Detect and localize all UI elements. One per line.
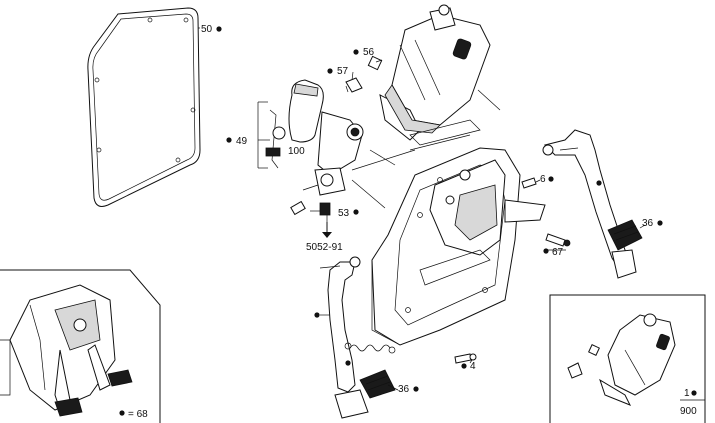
clutch-pedal-part: [319, 256, 369, 419]
bullet-icon: [353, 209, 359, 215]
pedal-pad-part-36-bottom: [359, 369, 396, 399]
elbow-fitting-part-57: [345, 77, 363, 93]
return-spring-part: [344, 342, 396, 354]
callout-5052-91: 5052-91: [306, 242, 343, 253]
brake-pedal-part: [542, 129, 637, 279]
callout-spring: [345, 360, 351, 366]
callout-5052-91-text: 5052-91: [306, 242, 343, 253]
bullet-icon: [216, 26, 222, 32]
callout-56-text: 56: [363, 47, 375, 58]
gasket-part-50: [87, 7, 201, 207]
callout-100-text: 100: [288, 146, 305, 157]
bolt-part-4: [454, 353, 477, 364]
bolt-part-6: [521, 177, 537, 189]
bolt-part-67: [545, 233, 571, 247]
callout-57-text: 57: [337, 66, 349, 77]
callout-50: 50: [201, 24, 222, 35]
callout-brake-pedal: [596, 180, 602, 186]
callout-49: 49: [226, 136, 248, 147]
inset-box-part-68: [0, 269, 161, 423]
callout-6: 6: [540, 174, 554, 185]
bullet-icon: [226, 137, 232, 143]
callout-36-right-text: 36: [642, 218, 654, 229]
callout-67-text: 67: [552, 247, 564, 258]
bullet-icon: [691, 390, 697, 396]
callout-clutch-pedal: [314, 312, 320, 318]
reservoir-assembly: [265, 79, 364, 216]
callout-100: 100: [288, 146, 305, 157]
callout-4: 4: [461, 361, 476, 372]
callout-36-bottom-text: 36: [398, 384, 410, 395]
callout-67: 67: [543, 247, 564, 258]
callout-68: = 68: [119, 409, 148, 420]
clutch-master-cylinder-top: [379, 4, 501, 151]
callout-50-text: 50: [201, 24, 213, 35]
callout-4-text: 4: [470, 361, 476, 372]
callout-900-text: 900: [680, 406, 697, 417]
bullet-icon: [314, 312, 320, 318]
bullet-icon: [461, 363, 467, 369]
callout-53-text: 53: [338, 208, 350, 219]
inset-box-part-1-900: [549, 294, 706, 423]
callout-1-900: 1 900: [680, 388, 697, 417]
bullet-icon: [657, 220, 663, 226]
bullet-icon: [596, 180, 602, 186]
callout-49-text: 49: [236, 136, 248, 147]
fitting-part-56: [367, 55, 383, 71]
callout-36-right: 36: [642, 218, 663, 229]
bullet-icon: [548, 176, 554, 182]
bullet-icon: [119, 410, 125, 416]
callout-68-text: = 68: [128, 409, 148, 420]
callout-57: 57: [327, 66, 349, 77]
bullet-icon: [327, 68, 333, 74]
down-arrow-icon: [322, 222, 332, 238]
callout-6-text: 6: [540, 174, 546, 185]
callout-53: 53: [338, 208, 359, 219]
pedal-pad-part-36-right: [607, 219, 643, 251]
callout-36-bottom: 36: [398, 384, 419, 395]
bullet-icon: [543, 248, 549, 254]
pedal-bracket-housing: [351, 147, 546, 346]
bullet-icon: [353, 49, 359, 55]
bullet-icon: [345, 360, 351, 366]
callout-1-text: 1: [684, 388, 690, 399]
bullet-icon: [413, 386, 419, 392]
callout-56: 56: [353, 47, 375, 58]
leader-lines: [198, 27, 705, 401]
